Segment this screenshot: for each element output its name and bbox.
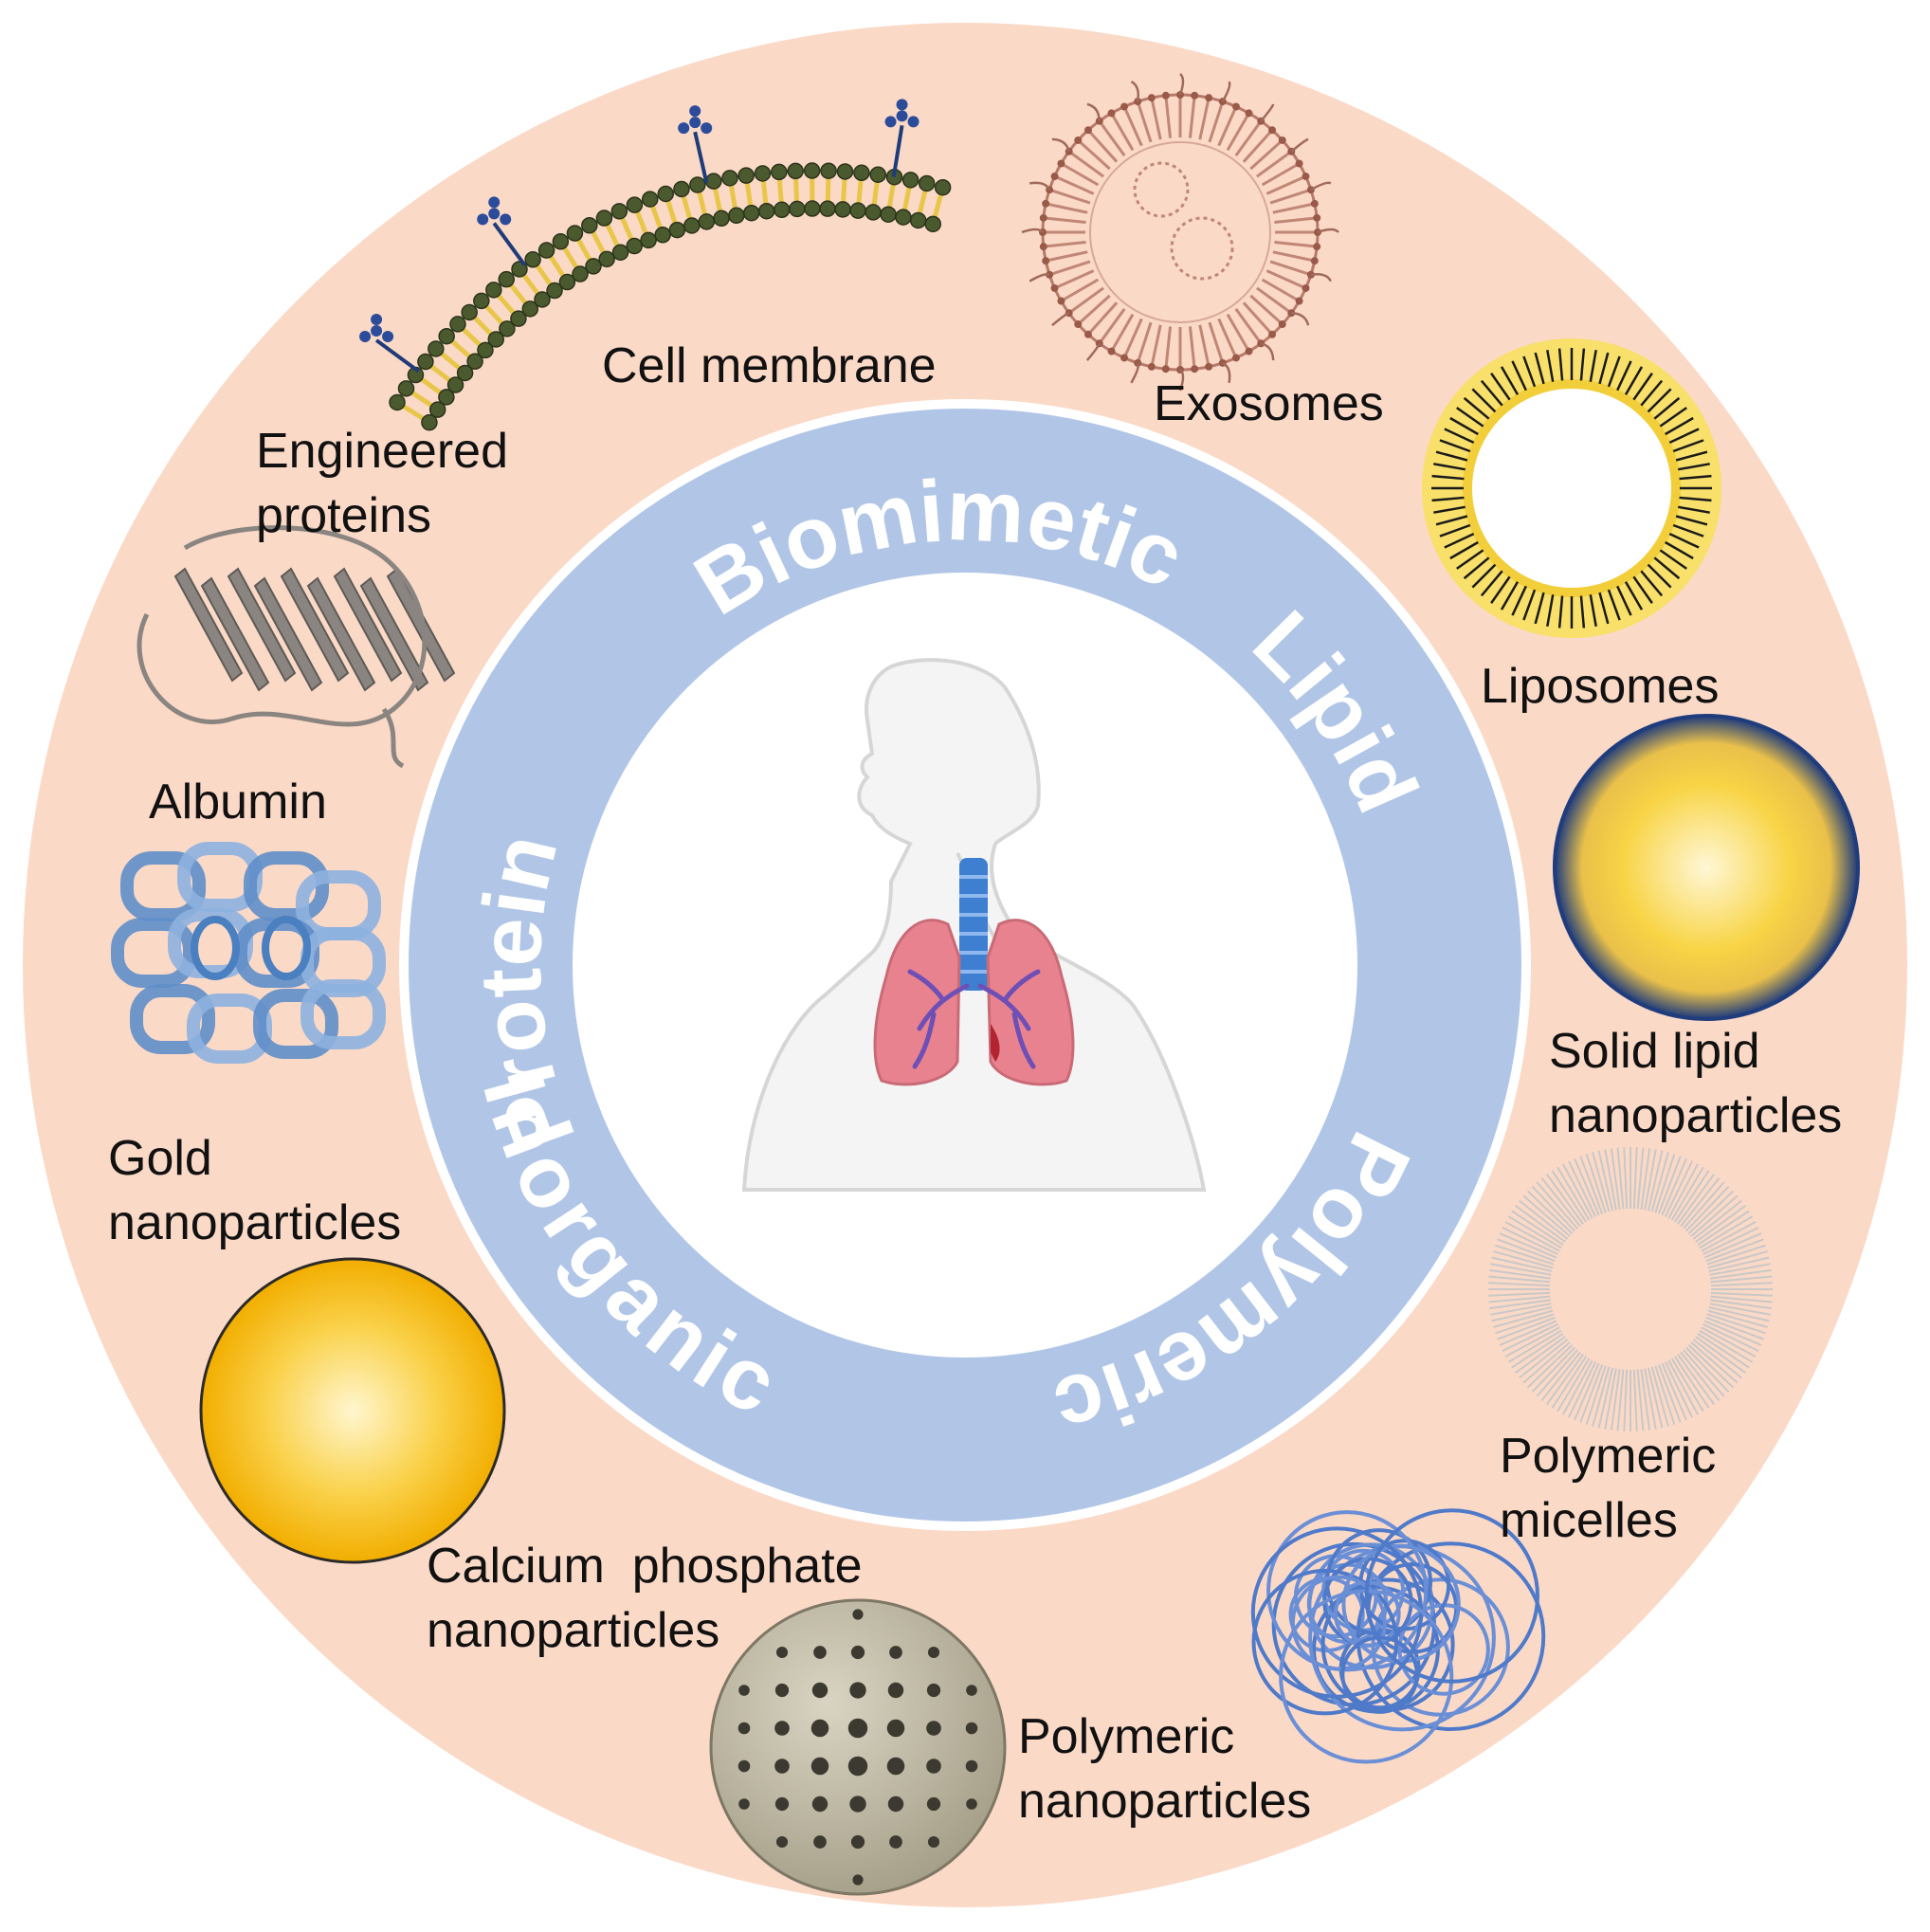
calcium-phosphate-nanoparticle-icon: [709, 1598, 1007, 1896]
albumin-icon: [111, 842, 386, 1064]
gold-nanoparticle-icon: [199, 1257, 506, 1564]
human-torso-with-lungs-icon: [741, 658, 1207, 1192]
solid-lipid-nanoparticle-icon: [1553, 714, 1860, 1021]
label-albumin: Albumin: [149, 775, 327, 829]
polymeric-micelle-icon: [1488, 1147, 1773, 1431]
label-cell-membrane: Cell membrane: [602, 338, 937, 393]
liposome-icon: [1422, 338, 1721, 638]
exosome-icon: [1021, 73, 1339, 392]
label-exosomes: Exosomes: [1154, 376, 1384, 431]
label-liposomes: Liposomes: [1481, 659, 1720, 714]
engineered-protein-icon: [137, 525, 456, 769]
cell-membrane-icon: [359, 99, 952, 431]
polymeric-nanoparticle-icon: [1250, 1508, 1546, 1764]
